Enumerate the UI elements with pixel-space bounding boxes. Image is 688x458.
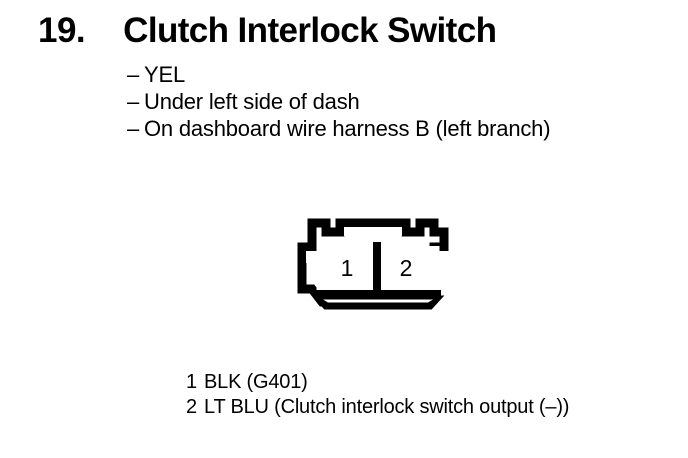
item-title: Clutch Interlock Switch bbox=[123, 11, 497, 50]
pin-legend: 1 BLK (G401) 2 LT BLU (Clutch interlock … bbox=[186, 372, 569, 422]
page-title: 19. Clutch Interlock Switch bbox=[38, 11, 497, 50]
list-item-label: YEL bbox=[144, 62, 185, 87]
list-item: – On dashboard wire harness B (left bran… bbox=[127, 118, 667, 145]
top-center-slot bbox=[344, 227, 402, 236]
connector-illustration-icon: 1 2 bbox=[297, 218, 450, 310]
legend-row: 1 BLK (G401) bbox=[186, 372, 569, 397]
left-latch-notch bbox=[306, 251, 318, 263]
cavity-number-1: 1 bbox=[341, 255, 354, 281]
legend-pin-description: LT BLU (Clutch interlock switch output (… bbox=[204, 396, 570, 418]
cavity-divider bbox=[373, 242, 381, 298]
list-item-label: On dashboard wire harness B (left branch… bbox=[144, 116, 551, 141]
list-item: – Under left side of dash bbox=[127, 91, 667, 118]
connector-diagram: 1 2 bbox=[288, 214, 468, 314]
skirt-slot bbox=[323, 299, 433, 303]
legend-pin-number: 2 bbox=[186, 396, 198, 418]
dash-bullet-icon: – bbox=[127, 116, 140, 141]
dash-bullet-icon: – bbox=[127, 89, 140, 114]
detail-list: – YEL – Under left side of dash – On das… bbox=[127, 64, 667, 145]
legend-row: 2 LT BLU (Clutch interlock switch output… bbox=[186, 397, 569, 422]
item-number: 19. bbox=[38, 11, 86, 50]
legend-pin-number: 1 bbox=[186, 371, 198, 393]
legend-pin-description: BLK (G401) bbox=[204, 371, 308, 393]
dash-bullet-icon: – bbox=[127, 62, 140, 87]
list-item-label: Under left side of dash bbox=[144, 89, 360, 114]
bottom-bar bbox=[315, 290, 441, 297]
right-latch-notch bbox=[438, 251, 450, 263]
cavity-number-2: 2 bbox=[400, 255, 413, 281]
list-item: – YEL bbox=[127, 64, 667, 91]
